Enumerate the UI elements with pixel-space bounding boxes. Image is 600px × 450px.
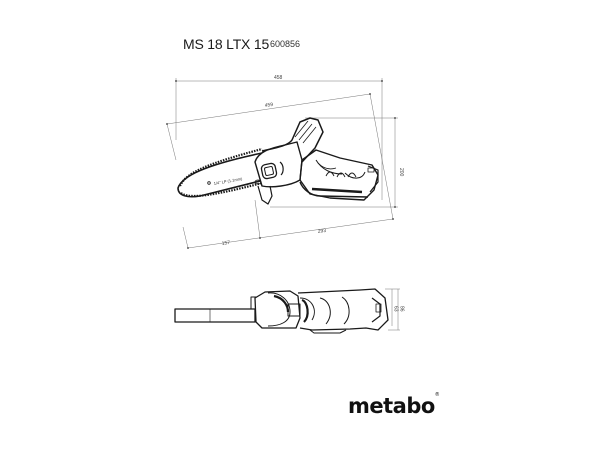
top-view-dimensions: [166, 78, 398, 249]
product-model-title: MS 18 LTX 15: [183, 36, 270, 52]
article-number: 600856: [270, 39, 301, 49]
side-guide-bar: [174, 308, 256, 323]
saw-chain: [178, 147, 263, 187]
logo-text: metabo: [348, 394, 435, 418]
side-view-dimensions: [385, 288, 400, 331]
dim-diagonal-length: 459: [264, 102, 273, 109]
dim-bar-segment: 157: [221, 240, 230, 247]
registered-mark: ®: [434, 392, 440, 398]
dim-side-outer-height: 86: [399, 306, 405, 312]
dimension-arrowheads: [166, 80, 396, 249]
dim-overall-length: 458: [274, 75, 283, 81]
rear-handle: [299, 149, 379, 201]
metabo-logo: metabo®: [348, 392, 440, 418]
chainsaw-top-view: [177, 117, 379, 205]
upper-jaw: [261, 117, 324, 163]
chainsaw-side-view: [174, 288, 389, 334]
chain-spec-label: 1/4" LP (1.1mm): [213, 176, 243, 186]
dim-side-inner-height: 63: [393, 306, 399, 312]
dim-body-segment: 293: [317, 228, 326, 235]
bumper-spike: [257, 185, 273, 205]
motor-housing: [254, 141, 303, 188]
dim-height: 200: [398, 168, 404, 177]
